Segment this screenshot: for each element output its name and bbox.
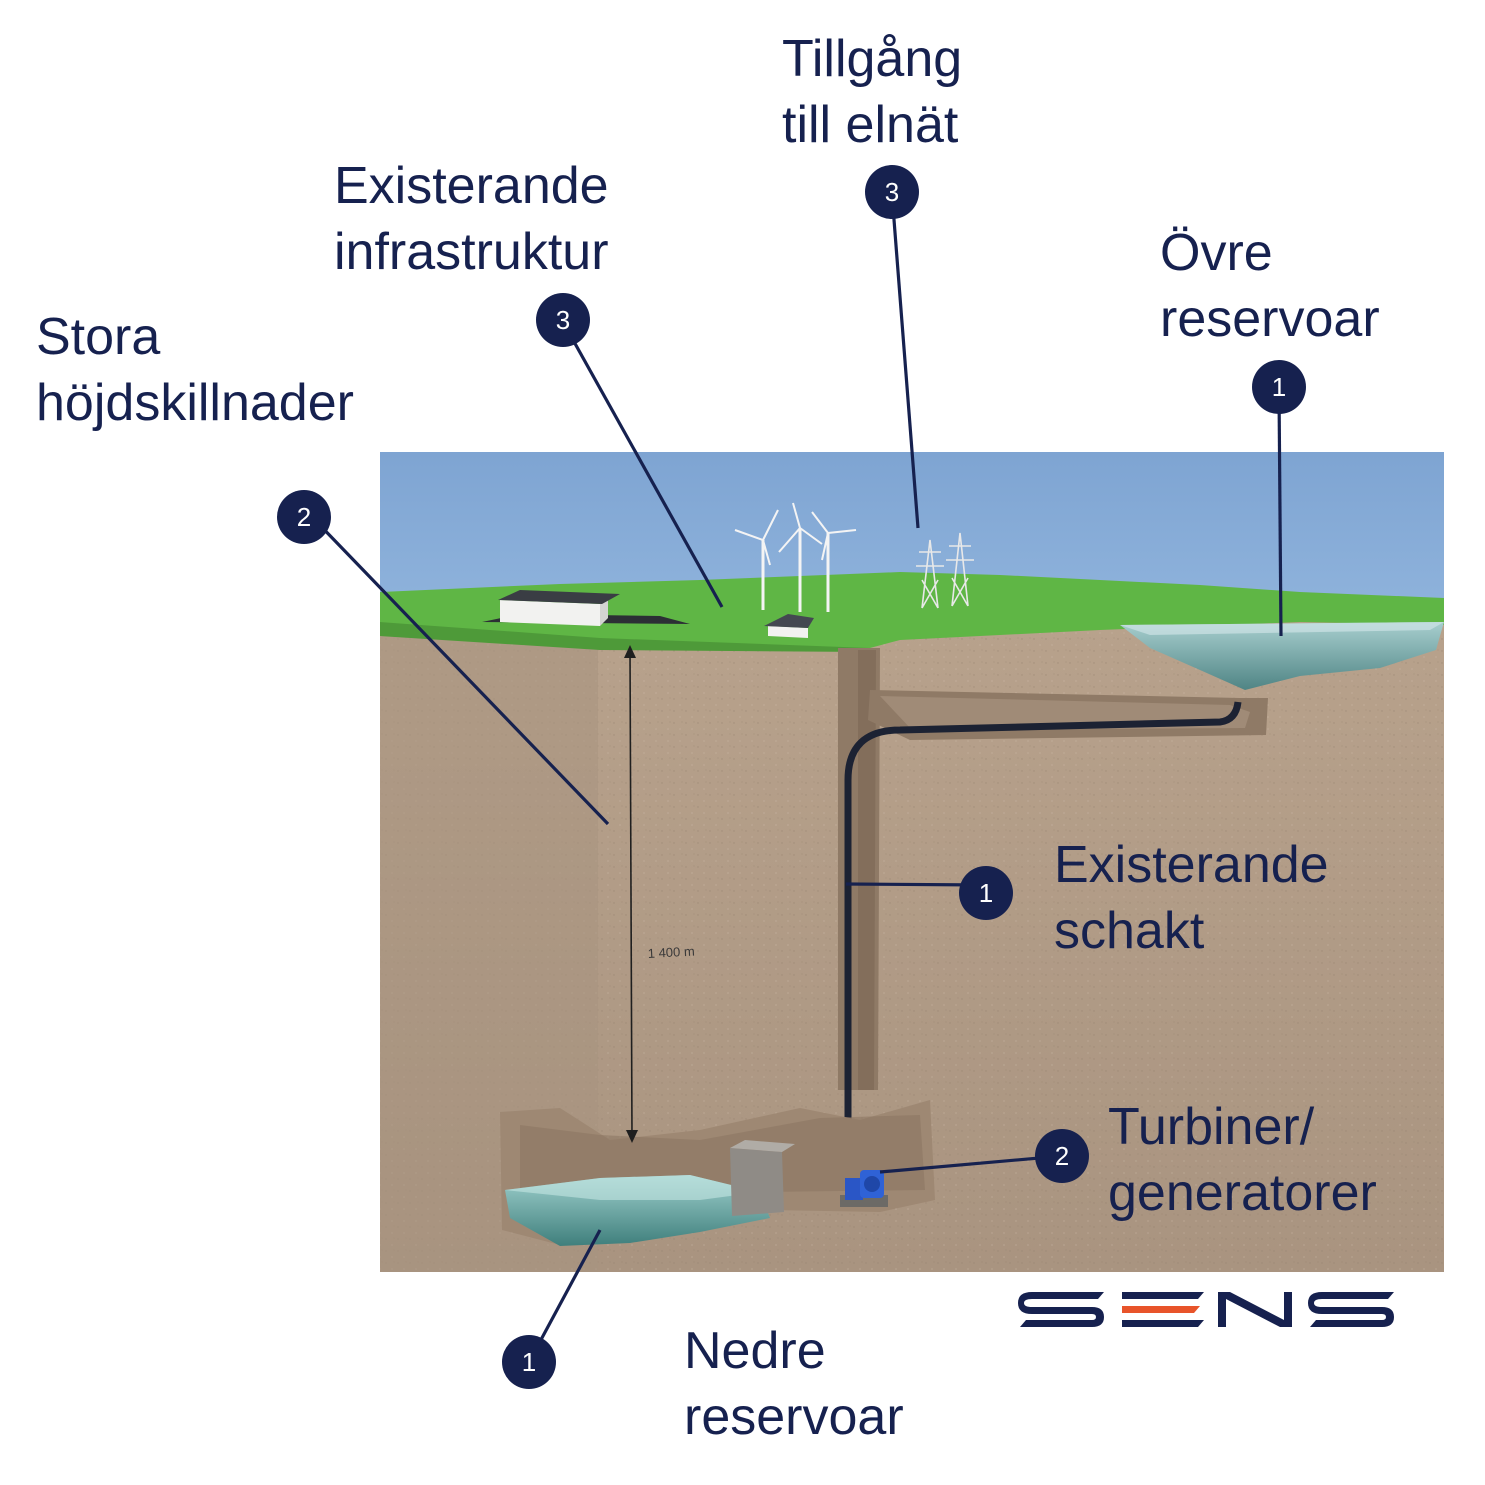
power-pylon <box>916 539 944 609</box>
upper-reservoir-water <box>1120 622 1444 690</box>
svg-text:1: 1 <box>979 878 993 908</box>
svg-text:3: 3 <box>885 177 899 207</box>
badge-elnat: 3 <box>865 165 919 219</box>
label-existerande-infrastruktur: Existerande infrastruktur <box>334 153 609 285</box>
depth-label: 1 400 m <box>647 944 695 961</box>
svg-text:1: 1 <box>522 1347 536 1377</box>
sens-logo <box>1018 1292 1394 1327</box>
svg-text:2: 2 <box>297 502 311 532</box>
label-line: Existerande <box>1054 836 1329 894</box>
svg-text:2: 2 <box>1055 1141 1069 1171</box>
badge-schakt: 1 <box>959 866 1013 920</box>
badge-stora: 2 <box>277 490 331 544</box>
label-stora-hojdskillnader: Stora höjdskillnader <box>36 304 354 436</box>
power-pylon <box>946 532 974 607</box>
label-line: generatorer <box>1108 1164 1377 1222</box>
label-line: Tillgång <box>782 30 963 88</box>
svg-text:1: 1 <box>1272 372 1286 402</box>
label-turbiner-generatorer: Turbiner/ generatorer <box>1108 1094 1377 1226</box>
building-small <box>764 614 814 638</box>
label-existerande-schakt: Existerande schakt <box>1054 832 1329 964</box>
label-ovre-reservoar: Övre reservoar <box>1160 220 1380 352</box>
badge-ovre-reservoar: 1 <box>1252 360 1306 414</box>
label-nedre-reservoar: Nedre reservoar <box>684 1318 904 1450</box>
wind-turbine <box>734 509 779 610</box>
dam-wall <box>730 1148 784 1216</box>
wind-turbine <box>778 502 823 612</box>
badge-turbiner: 2 <box>1035 1129 1089 1183</box>
label-line: Stora <box>36 308 161 366</box>
depth-arrow <box>624 645 638 1143</box>
wind-turbine <box>811 511 857 612</box>
svg-text:3: 3 <box>556 305 570 335</box>
label-tillgang-elnat: Tillgång till elnät <box>782 26 962 158</box>
label-line: Existerande <box>334 157 609 215</box>
label-line: höjdskillnader <box>36 374 354 432</box>
label-line: Övre <box>1160 224 1273 282</box>
grass-surface <box>380 572 1444 648</box>
label-line: till elnät <box>782 96 959 154</box>
label-line: Nedre <box>684 1322 826 1380</box>
label-line: infrastruktur <box>334 223 609 281</box>
turbine-generator <box>840 1170 888 1207</box>
label-line: schakt <box>1054 902 1205 960</box>
badge-nedre-reservoar: 1 <box>502 1335 556 1389</box>
badge-infrastruktur: 3 <box>536 293 590 347</box>
label-line: reservoar <box>684 1388 904 1446</box>
label-line: Turbiner/ <box>1108 1098 1315 1156</box>
label-line: reservoar <box>1160 290 1380 348</box>
building-large <box>482 590 690 626</box>
penstock-pipe <box>844 701 1242 1190</box>
